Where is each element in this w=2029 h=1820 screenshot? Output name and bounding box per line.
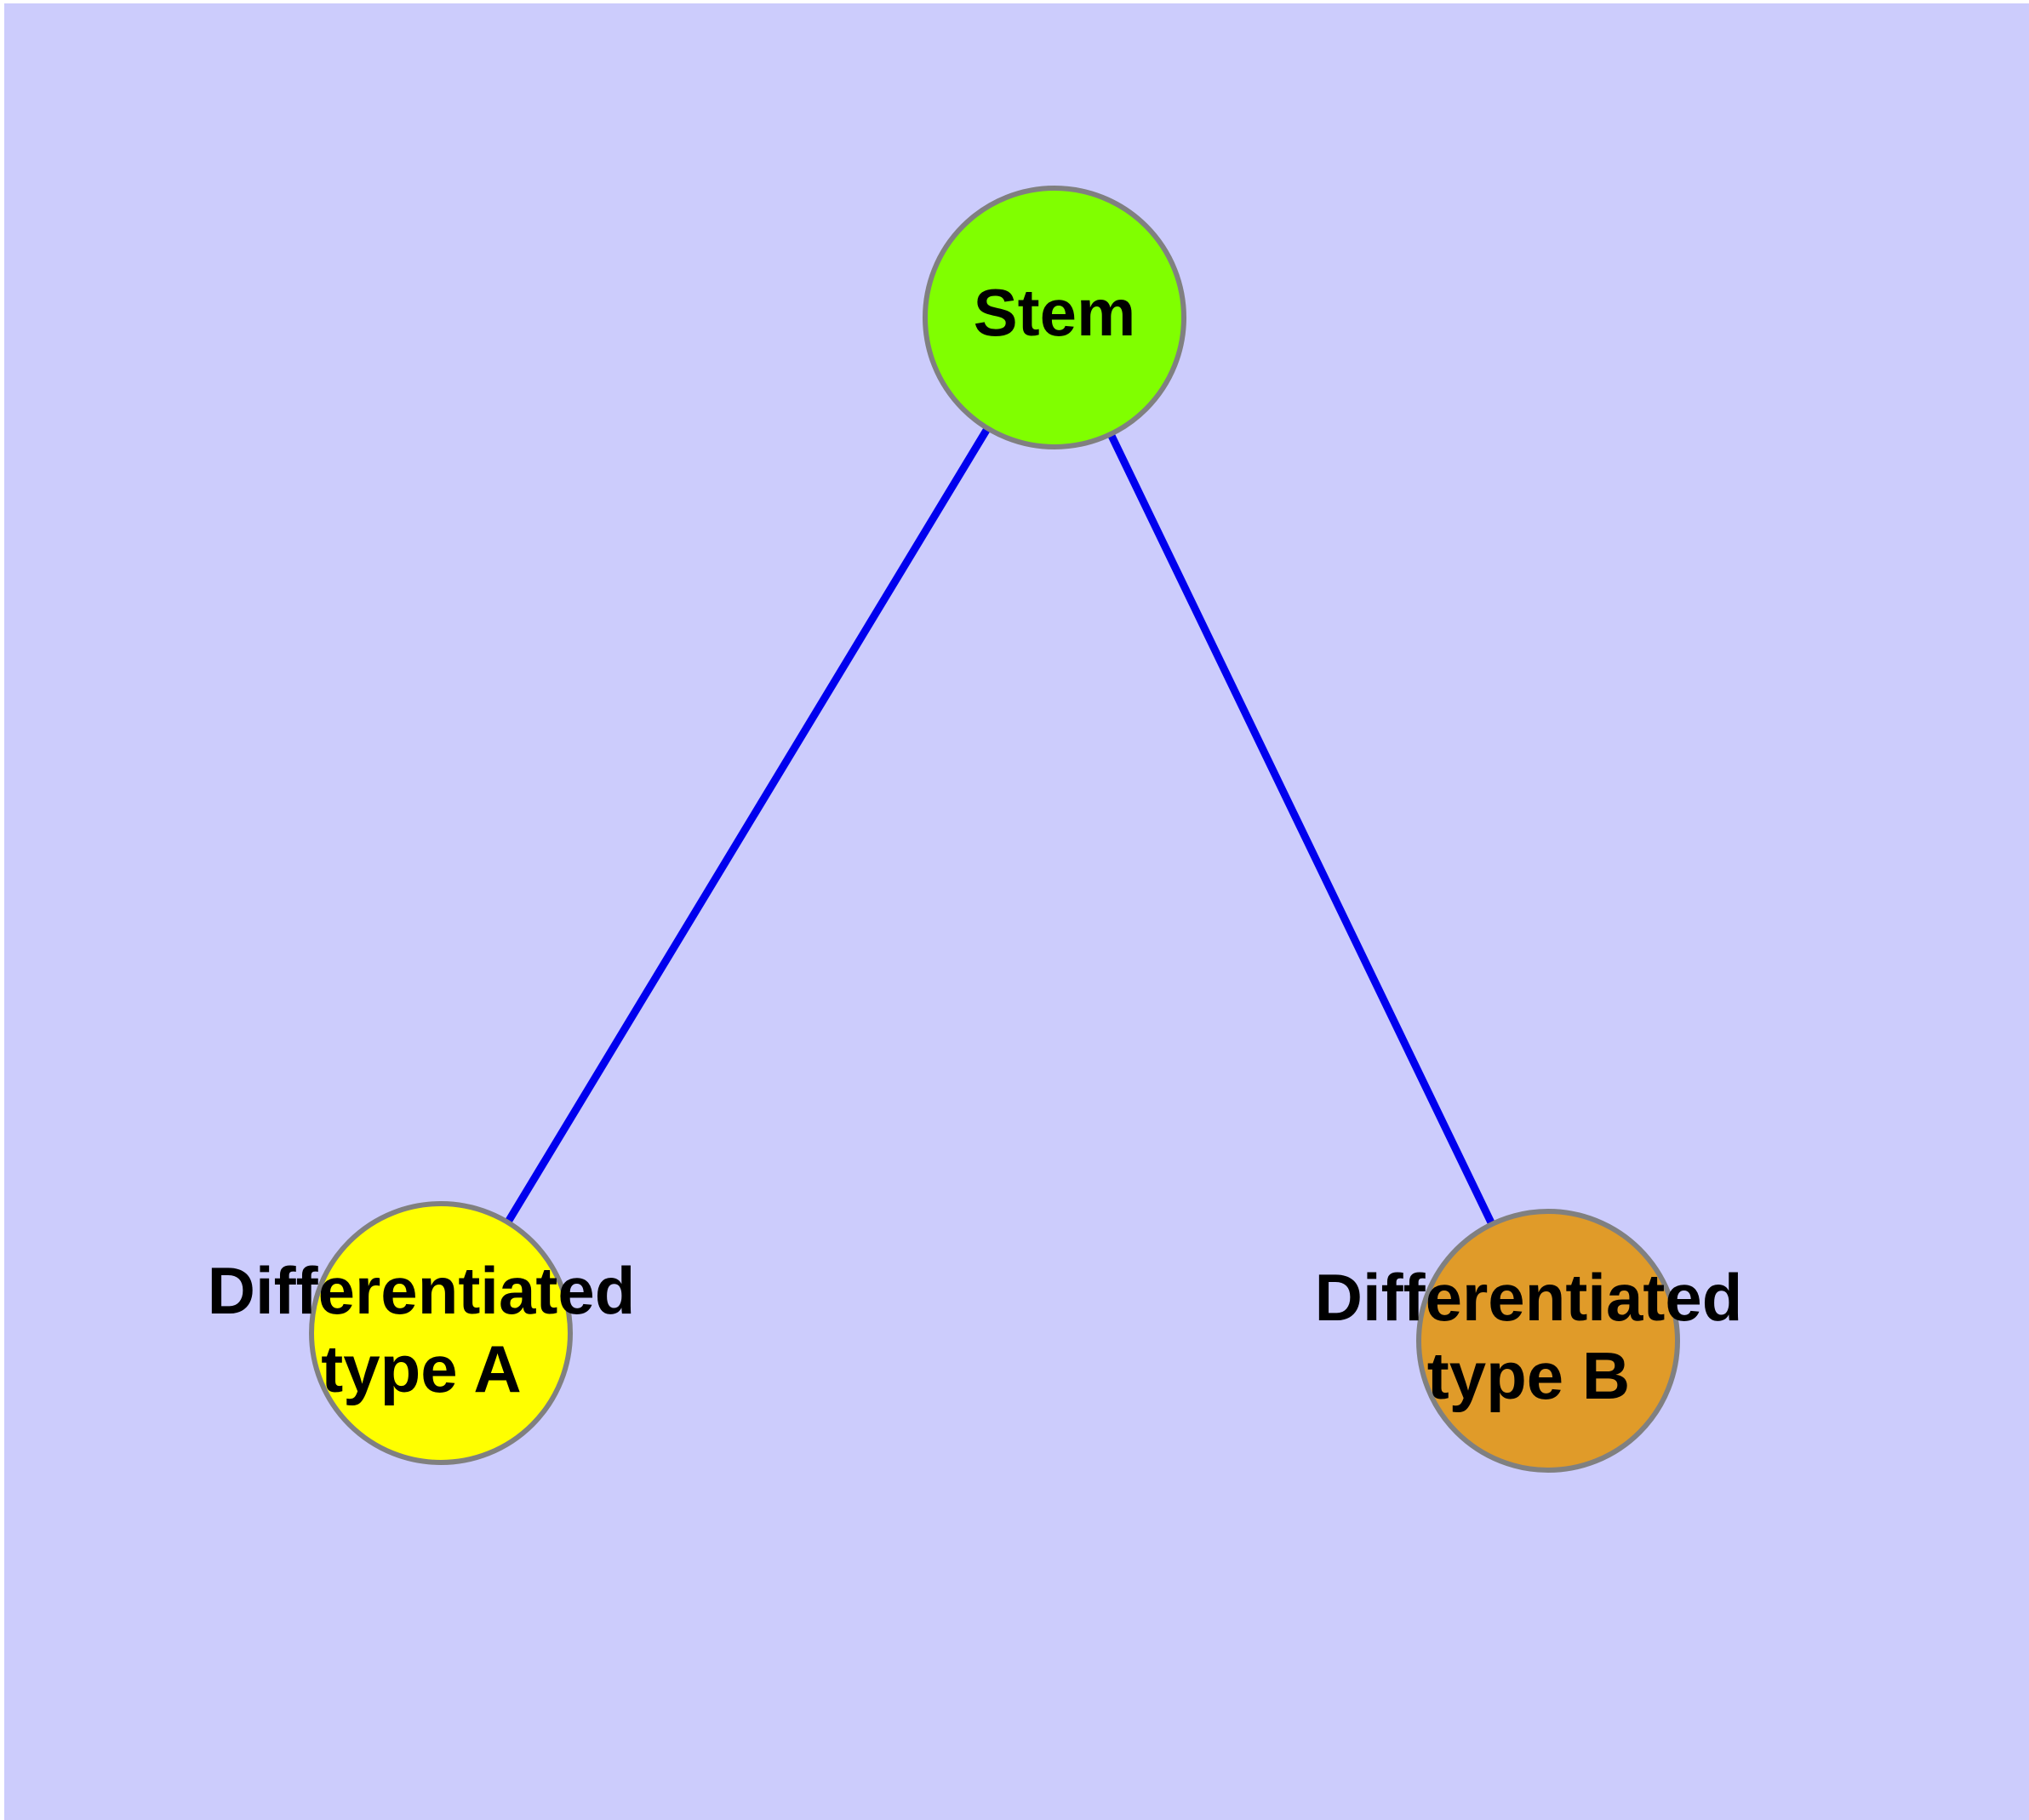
nodes-group: [309, 186, 1680, 1473]
graph-node-label-stem: Stem: [974, 275, 1136, 350]
graph-node-diff_b[interactable]: [1416, 1209, 1680, 1473]
label-line: Differentiated: [208, 1253, 636, 1328]
graph-edge-stem-diff_b: [1107, 433, 1495, 1225]
graph-node-diff_a[interactable]: [309, 1201, 573, 1465]
label-line: type B: [1427, 1338, 1630, 1413]
label-line: Differentiated: [1315, 1260, 1743, 1335]
left-margin-strip: [0, 0, 4, 1820]
top-margin-strip: [0, 0, 2029, 3]
label-line: Stem: [974, 275, 1136, 350]
edges-group: [505, 427, 1495, 1225]
graph-edge-stem-diff_a: [505, 427, 991, 1223]
graph-node-stem[interactable]: [923, 186, 1186, 449]
label-line: type A: [321, 1331, 522, 1406]
